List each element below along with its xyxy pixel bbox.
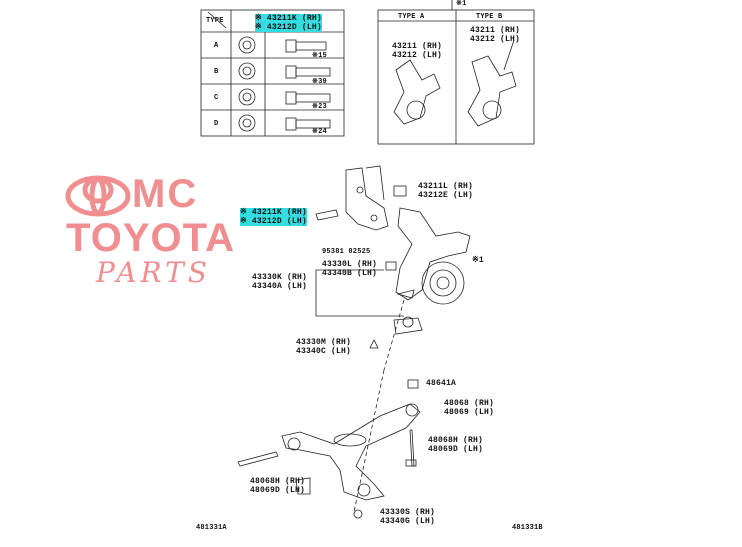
steering-knuckle-shape xyxy=(395,207,471,301)
callout-43330M: 43330M (RH) xyxy=(296,338,352,347)
table1-row-a-number: ※15 xyxy=(312,52,327,60)
callout-43340C: 43340C (LH) xyxy=(296,347,352,356)
callout-48069: 48069 (LH) xyxy=(444,408,495,417)
table2-b-part2: 43212 (LH) xyxy=(470,35,521,44)
watermark-line3: PARTS xyxy=(96,256,211,289)
callout-43330S: 43330S (RH) xyxy=(380,508,436,517)
callout-43340A: 43340A (LH) xyxy=(252,282,308,291)
table2-a-part2: 43212 (LH) xyxy=(392,51,443,60)
table1-header-type: TYPE xyxy=(206,17,224,25)
table2-col-a: TYPE A xyxy=(398,13,425,21)
callout-43211L: 43211L (RH) xyxy=(418,182,474,191)
callout-48069D-right: 48069D (LH) xyxy=(428,445,484,454)
callout-43211K: ※ 43211K (RH) xyxy=(240,208,307,217)
table1-row-b-type: B xyxy=(214,68,219,76)
table1-row-d-type: D xyxy=(214,120,219,128)
callout-43212D: ※ 43212D (LH) xyxy=(240,217,307,226)
callout-43212E: 43212E (LH) xyxy=(418,191,474,200)
table2-b-part1: 43211 (RH) xyxy=(470,26,521,35)
callout-43330L: 43330L (RH) xyxy=(322,260,378,269)
bolt-type-table-frame xyxy=(200,9,345,137)
callout-43340G: 43340G (LH) xyxy=(380,517,436,526)
table1-header-part2: ※ 43212D (LH) xyxy=(255,23,322,32)
strut-bracket-shape xyxy=(345,167,389,231)
table2-ref: ※1 xyxy=(456,0,467,8)
callout-48641A: 48641A xyxy=(426,379,457,388)
table2-col-b: TYPE B xyxy=(476,13,503,21)
lower-arm-shape xyxy=(281,403,421,501)
watermark-line2: TOYOTA xyxy=(66,216,235,260)
watermark-line1: MC xyxy=(132,172,199,216)
table1-row-c-number: ※23 xyxy=(312,103,327,111)
callout-48068H-right: 48068H (RH) xyxy=(428,436,484,445)
table1-row-d-number: ※24 xyxy=(312,128,327,136)
callout-95381: 95381 02525 xyxy=(322,248,371,256)
front-bolt-shape xyxy=(237,451,279,467)
table1-row-b-number: ※39 xyxy=(312,78,327,86)
callout-48068H-left: 48068H (RH) xyxy=(250,477,306,486)
callout-48069D-left: 48069D (LH) xyxy=(250,486,306,495)
callout-48068: 48068 (RH) xyxy=(444,399,495,408)
table2-a-part1: 43211 (RH) xyxy=(392,42,443,51)
figure-id-left: 481331A xyxy=(196,524,227,532)
callout-43330K: 43330K (RH) xyxy=(252,273,308,282)
table1-row-a-type: A xyxy=(214,42,219,50)
table1-header-part1: ※ 43211K (RH) xyxy=(255,14,322,23)
callout-ref1: ※1 xyxy=(472,256,484,265)
callout-43340B: 43340B (LH) xyxy=(322,269,378,278)
figure-id-right: 481331B xyxy=(512,524,543,532)
table1-row-c-type: C xyxy=(214,94,219,102)
